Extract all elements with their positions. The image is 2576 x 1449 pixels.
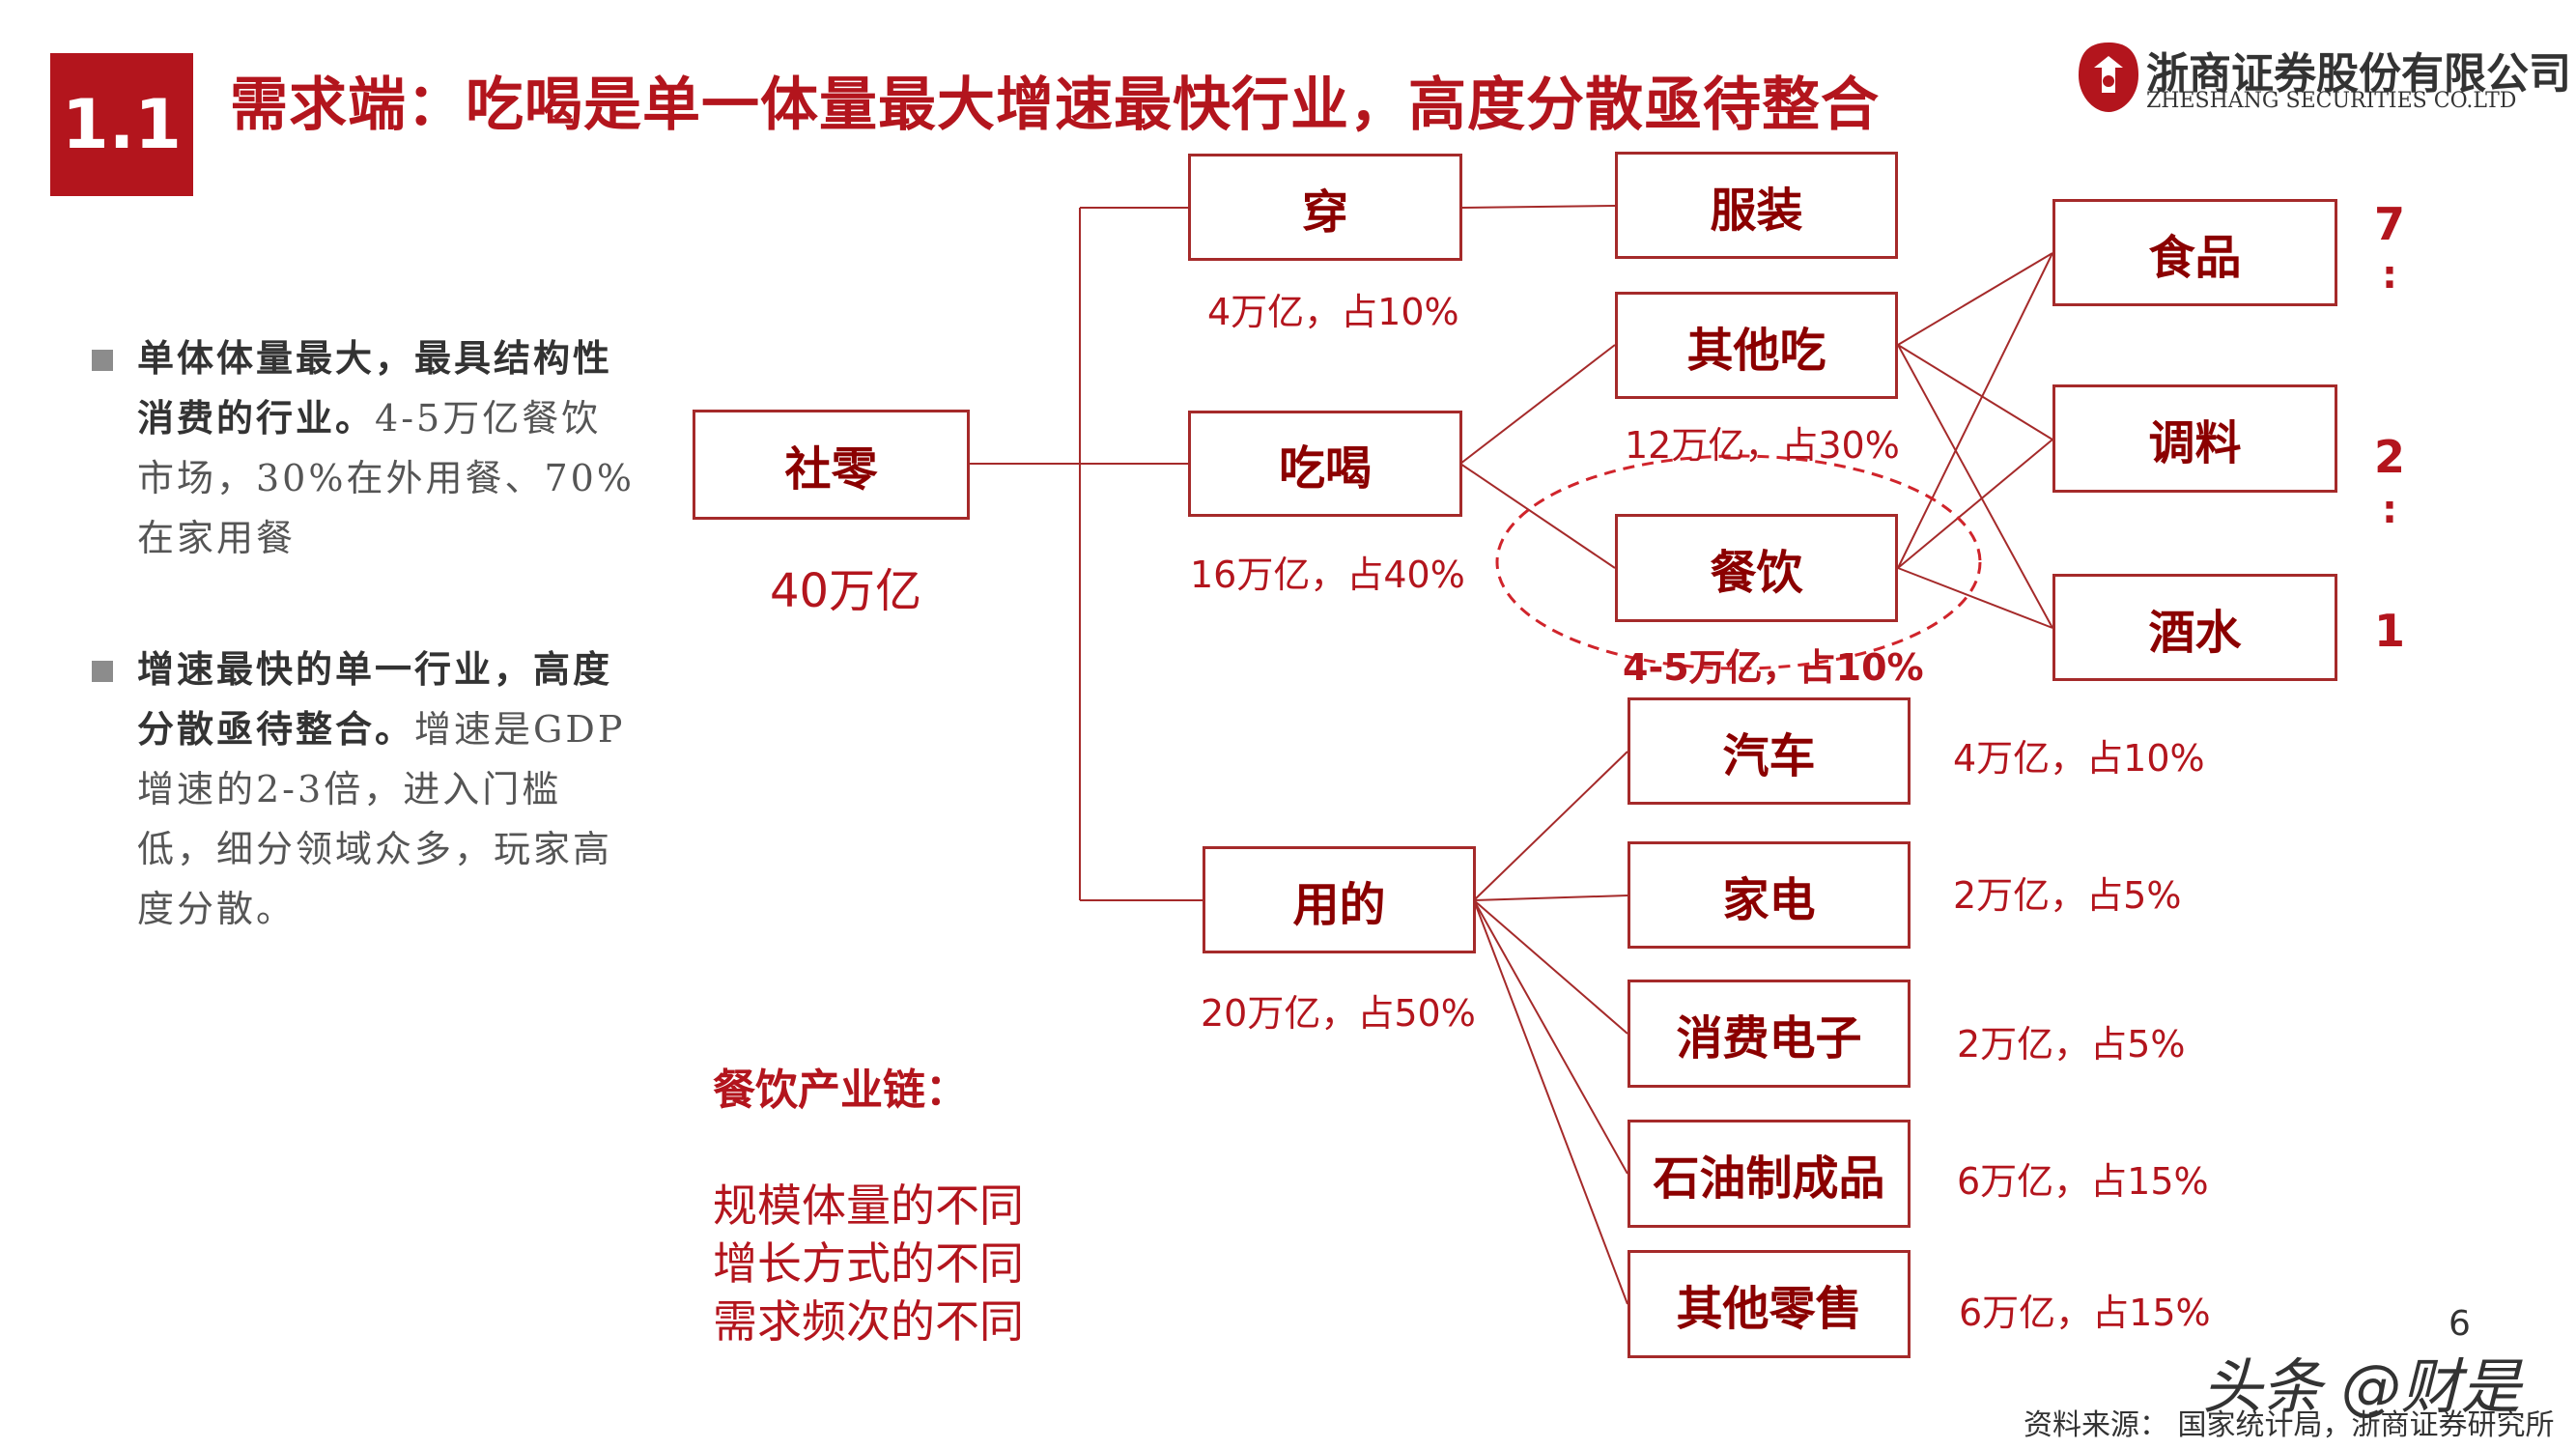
node-food-label: 食品	[2148, 230, 2242, 285]
bullet-1-text: 4-5万亿餐饮市场，30%在外用餐、70%在家用餐	[137, 397, 635, 559]
node-appliance-label: 家电	[1722, 872, 1816, 927]
node-root-label: 社零	[784, 442, 878, 497]
chain-item: 需求频次的不同	[713, 1295, 1024, 1348]
chain-item: 增长方式的不同	[713, 1237, 1024, 1290]
rank-colon: :	[2382, 253, 2397, 298]
node-eat: 吃喝	[1188, 411, 1462, 517]
bullet-square-icon	[92, 661, 113, 682]
node-liquor-label: 酒水	[2148, 605, 2242, 660]
seasoning-rank: 2	[2373, 431, 2405, 483]
node-appliance: 家电	[1628, 841, 1911, 949]
node-clothing-label: 服装	[1710, 183, 1803, 238]
node-other-retail-label: 其他零售	[1676, 1282, 1862, 1336]
node-electronics-label: 消费电子	[1676, 1011, 1862, 1065]
node-seasoning-label: 调料	[2148, 416, 2242, 470]
electronics-value: 2万亿，占5%	[1957, 1023, 2186, 1065]
page-title: 需求端：吃喝是单一体量最大增速最快行业，高度分散亟待整合	[230, 71, 1880, 139]
node-catering-label: 餐饮	[1710, 546, 1803, 600]
node-wear: 穿	[1188, 154, 1462, 261]
liquor-rank: 1	[2373, 605, 2405, 657]
section-number-badge: 1.1	[50, 53, 193, 196]
auto-value: 4万亿，占10%	[1953, 737, 2205, 780]
bullet-2: 增速最快的单一行业，高度分散亟待整合。增速是GDP增速的2-3倍，进入门槛低，细…	[137, 639, 639, 939]
bullet-square-icon	[92, 350, 113, 371]
node-wear-label: 穿	[1301, 185, 1348, 240]
node-petroleum-label: 石油制成品	[1653, 1151, 1885, 1206]
node-food: 食品	[2052, 199, 2337, 306]
petroleum-value: 6万亿，占15%	[1957, 1160, 2209, 1203]
chain-title: 餐饮产业链：	[713, 1065, 968, 1115]
node-other-retail: 其他零售	[1628, 1250, 1911, 1358]
bullet-2-text: 增速是GDP增速的2-3倍，进入门槛低，细分领域众多，玩家高度分散。	[137, 708, 626, 930]
node-use-label: 用的	[1292, 877, 1386, 932]
page-number: 6	[2449, 1304, 2471, 1344]
node-petroleum: 石油制成品	[1628, 1120, 1911, 1228]
node-auto-label: 汽车	[1722, 728, 1816, 783]
node-clothing: 服装	[1615, 152, 1898, 259]
node-eat-label: 吃喝	[1278, 441, 1372, 496]
wear-value: 4万亿，占10%	[1207, 291, 1459, 333]
node-other-eat-label: 其他吃	[1686, 323, 1826, 378]
food-rank: 7	[2373, 198, 2405, 250]
node-liquor: 酒水	[2052, 574, 2337, 681]
company-name-cn: 浙商证券股份有限公司	[2146, 49, 2571, 99]
node-auto: 汽车	[1628, 697, 1911, 805]
other-eat-value: 12万亿，占30%	[1625, 424, 1900, 467]
rank-colon: :	[2382, 488, 2397, 532]
use-value: 20万亿，占50%	[1201, 992, 1476, 1035]
eat-value: 16万亿，占40%	[1190, 554, 1465, 596]
other-retail-value: 6万亿，占15%	[1959, 1292, 2211, 1334]
watermark: 头条 @财是	[2202, 1351, 2521, 1422]
bullet-2-bold: 增速最快的单一行业，高度分散亟待整合。	[137, 647, 613, 751]
node-electronics: 消费电子	[1628, 980, 1911, 1088]
source-note: 资料来源： 国家统计局，浙商证券研究所	[2024, 1408, 2555, 1442]
node-use: 用的	[1203, 846, 1476, 953]
bullet-1: 单体体量最大，最具结构性消费的行业。4-5万亿餐饮市场，30%在外用餐、70%在…	[137, 328, 639, 568]
catering-value: 4-5万亿，占10%	[1623, 646, 1924, 689]
node-root: 社零	[693, 410, 970, 520]
company-name-en: ZHESHANG SECURITIES CO.LTD	[2146, 89, 2517, 113]
zheshang-logo-icon	[2079, 43, 2138, 112]
chain-item: 规模体量的不同	[713, 1179, 1024, 1232]
root-value: 40万亿	[770, 564, 922, 618]
bullet-1-bold: 单体体量最大，最具结构性消费的行业。	[137, 336, 613, 440]
node-other-eat: 其他吃	[1615, 292, 1898, 399]
node-seasoning: 调料	[2052, 384, 2337, 493]
node-catering: 餐饮	[1615, 514, 1898, 622]
appliance-value: 2万亿，占5%	[1953, 874, 2182, 917]
